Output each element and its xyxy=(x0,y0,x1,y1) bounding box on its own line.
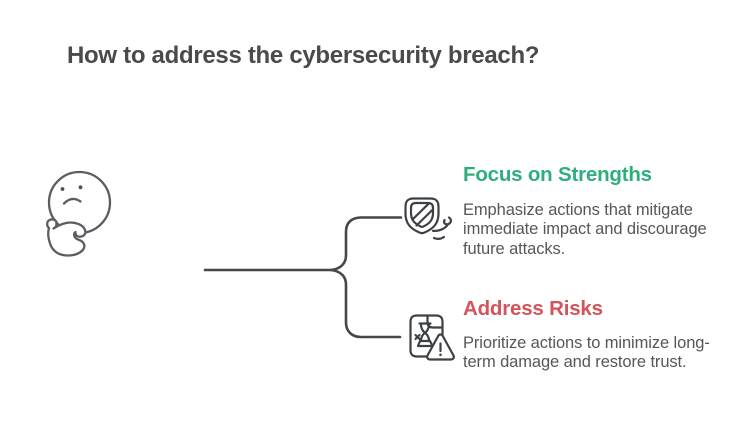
shield-swoosh xyxy=(431,216,452,232)
branch-strengths-heading: Focus on Strengths xyxy=(463,163,652,186)
branch-strengths-body: Emphasize actions that mitigate immediat… xyxy=(463,201,707,258)
hourglass-base xyxy=(416,339,434,348)
branch-risks-heading: Address Risks xyxy=(463,297,603,320)
warning-dot xyxy=(439,353,442,357)
shield-hatch-2 xyxy=(415,208,434,227)
connector-lower-branch xyxy=(329,268,402,339)
two-branch-split-line xyxy=(203,216,403,339)
doodle-hand xyxy=(46,218,87,257)
doodle-eye-right xyxy=(78,185,83,190)
shield-hatched-swoosh-icon xyxy=(404,197,452,240)
page-title: How to address the cybersecurity breach? xyxy=(67,42,540,69)
branch-risks-body: Prioritize actions to minimize long- ter… xyxy=(463,334,710,372)
shield-inner xyxy=(409,201,435,229)
connector-upper-branch xyxy=(329,216,403,272)
doodle-eye-left xyxy=(60,187,65,191)
doodle-frown xyxy=(62,197,82,205)
sparkle xyxy=(414,333,421,341)
thinking-person-doodle xyxy=(46,170,112,257)
shield-hatch-1 xyxy=(411,202,430,221)
shield-swoosh-dash xyxy=(432,235,446,240)
hourglass-bulbs xyxy=(419,323,431,342)
shield-outer xyxy=(404,197,440,235)
document-hourglass-warning-icon xyxy=(409,314,455,361)
